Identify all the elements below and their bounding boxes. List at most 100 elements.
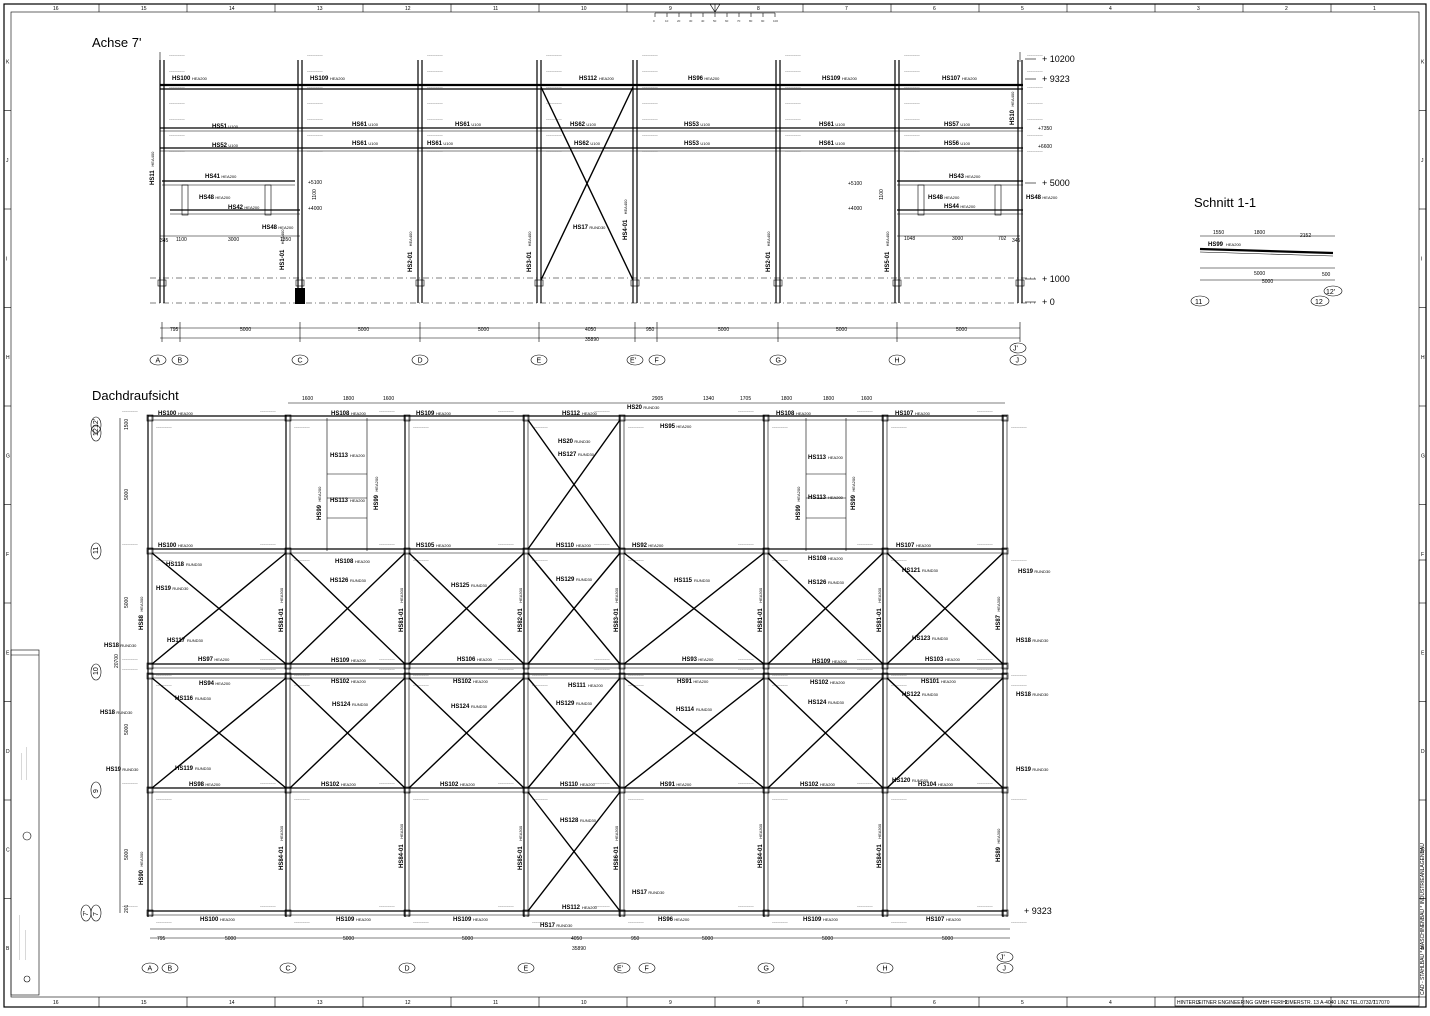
column-base bbox=[1015, 279, 1025, 287]
plan-top-dimension: 1600 bbox=[302, 396, 313, 402]
connection-note: ~~~~~~~~~ bbox=[857, 657, 873, 661]
plan-column-profile: HEA300 bbox=[279, 825, 284, 841]
plan-member-label: HS102 bbox=[440, 782, 459, 788]
border-number-top: 14 bbox=[229, 6, 235, 12]
border-number-top: 15 bbox=[141, 6, 147, 12]
connection-note: ~~~~~~~~~ bbox=[260, 657, 276, 661]
node-plate bbox=[1001, 547, 1009, 555]
node-plate bbox=[1001, 672, 1009, 680]
connection-note: ~~~~~~~~~ bbox=[1027, 53, 1043, 57]
border-letter-right: H bbox=[1421, 355, 1425, 361]
plan-member-label: HS128 bbox=[560, 818, 579, 824]
member-label: HS48 bbox=[928, 195, 944, 201]
node-plate bbox=[146, 909, 154, 917]
plan-member-profile: RUND30 bbox=[1032, 692, 1049, 697]
plan-member-profile: HEA200 bbox=[588, 683, 604, 688]
connection-note: ~~~~~~~~~ bbox=[785, 85, 801, 89]
connection-note: ~~~~~~~~~ bbox=[1027, 149, 1043, 153]
elevation-dimension: 950 bbox=[646, 327, 655, 333]
connection-note: ~~~~~~~~~ bbox=[785, 53, 801, 57]
connection-note: ~~~~~~~~~ bbox=[1027, 117, 1043, 121]
elevation-axis: D bbox=[418, 358, 423, 365]
plan-axis-x: F bbox=[645, 966, 649, 973]
plan-member-profile: HEA200 bbox=[215, 681, 231, 686]
connection-note: ~~~~~~~~~ bbox=[857, 542, 873, 546]
connection-note: ~~~~~~~~~ bbox=[904, 69, 920, 73]
connection-note: ~~~~~~~~~ bbox=[169, 133, 185, 137]
connection-note: ~~~~~~~~~ bbox=[413, 797, 429, 801]
border-number-top: 12 bbox=[405, 6, 411, 12]
plan-member-label: HS108 bbox=[776, 411, 795, 417]
plan-member-profile: RUND30 bbox=[922, 692, 939, 697]
connection-note: ~~~~~~~~~ bbox=[772, 797, 788, 801]
plan-column-profile: HEA300 bbox=[877, 587, 882, 603]
member-profile: HEA200 bbox=[330, 76, 346, 81]
plan-axis-y: 12 bbox=[93, 428, 100, 436]
scale-tick-label: 90 bbox=[761, 19, 765, 23]
connection-note: ~~~~~~~~~ bbox=[891, 558, 907, 562]
plan-member-label: HS113 bbox=[330, 453, 349, 459]
section-dim-4: 5000 bbox=[1254, 271, 1265, 277]
connection-note: ~~~~~~~~~ bbox=[307, 133, 323, 137]
connection-note: ~~~~~~~~~ bbox=[628, 797, 644, 801]
member-profile: U100 bbox=[700, 141, 710, 146]
elevation-sub-level: +4000 bbox=[308, 206, 322, 212]
connection-note: ~~~~~~~~~ bbox=[122, 657, 138, 661]
member-profile: HEA200 bbox=[842, 76, 858, 81]
plan-member-profile: HEA200 bbox=[436, 543, 452, 548]
plan-column-profile: HEA300 bbox=[279, 587, 284, 603]
connection-note: ~~~~~~~~~ bbox=[738, 409, 754, 413]
connection-note: ~~~~~~~~~ bbox=[307, 149, 323, 153]
node-plate bbox=[284, 414, 292, 422]
plan-member-profile: HEA200 bbox=[582, 905, 598, 910]
plan-axis-x-bubble bbox=[398, 962, 416, 974]
plan-member-profile: RUND30 bbox=[828, 700, 845, 705]
plan-axis-x: C bbox=[286, 966, 291, 973]
member-profile: HEA200 bbox=[1042, 195, 1058, 200]
bracing-rod bbox=[767, 677, 884, 789]
connection-note: ~~~~~~~~~ bbox=[260, 781, 276, 785]
connection-note: ~~~~~~~~~ bbox=[772, 683, 788, 687]
vertical-dimension: 1100 bbox=[312, 189, 318, 200]
plan-member-profile: HEA200 bbox=[477, 657, 493, 662]
column-profile: HEA400 bbox=[623, 199, 628, 215]
sheet-outer-frame bbox=[3, 3, 1427, 1008]
column-label: HS1-01 bbox=[280, 249, 286, 270]
member-label: HS56 bbox=[944, 141, 960, 147]
plan-top-dimension: 1600 bbox=[383, 396, 394, 402]
border-number-top: 5 bbox=[1021, 6, 1024, 12]
member-profile: HEA200 bbox=[965, 174, 981, 179]
connection-note: ~~~~~~~~~ bbox=[532, 920, 548, 924]
bracing-rod bbox=[623, 552, 765, 665]
connection-note: ~~~~~~~~~ bbox=[594, 657, 610, 661]
plan-member-profile: RUND30 bbox=[578, 452, 595, 457]
plan-column-profile: HEA200 bbox=[796, 486, 801, 502]
elevation-sub-level: +5100 bbox=[848, 181, 862, 187]
column-base bbox=[157, 279, 167, 287]
plan-member-profile: RUND30 bbox=[172, 586, 189, 591]
plan-member-label: HS119 bbox=[175, 766, 194, 772]
company-line: HINTERLEITNER ENGINEERING GMBH FERIHUMER… bbox=[1177, 1000, 1390, 1006]
plan-axis-x: B bbox=[168, 966, 173, 973]
plan-member-profile: HEA200 bbox=[576, 543, 592, 548]
connection-note: ~~~~~~~~~ bbox=[260, 409, 276, 413]
connection-note: ~~~~~~~~~ bbox=[642, 133, 658, 137]
elevation-level: + 1000 bbox=[1042, 274, 1070, 284]
svg-text:——————————: —————————— bbox=[23, 930, 27, 960]
node-plate bbox=[762, 547, 770, 555]
node-plate bbox=[284, 786, 292, 794]
plan-column-label: HS83-01 bbox=[614, 608, 620, 632]
border-number-bottom: 13 bbox=[317, 1000, 323, 1006]
plan-column-profile: HEA300 bbox=[614, 825, 619, 841]
node-plate bbox=[146, 414, 154, 422]
member-profile: HEA200 bbox=[278, 225, 294, 230]
plan-dimension: 950 bbox=[631, 936, 640, 942]
connection-note: ~~~~~~~~~ bbox=[628, 673, 644, 677]
section-title: Schnitt 1-1 bbox=[1194, 195, 1256, 210]
member-label: HS51 bbox=[212, 124, 228, 130]
border-letter-left: E bbox=[6, 650, 10, 656]
member-label: HS61 bbox=[352, 141, 368, 147]
connection-note: ~~~~~~~~~ bbox=[413, 920, 429, 924]
node-plate bbox=[284, 909, 292, 917]
plan-dimension: 5000 bbox=[225, 936, 236, 942]
